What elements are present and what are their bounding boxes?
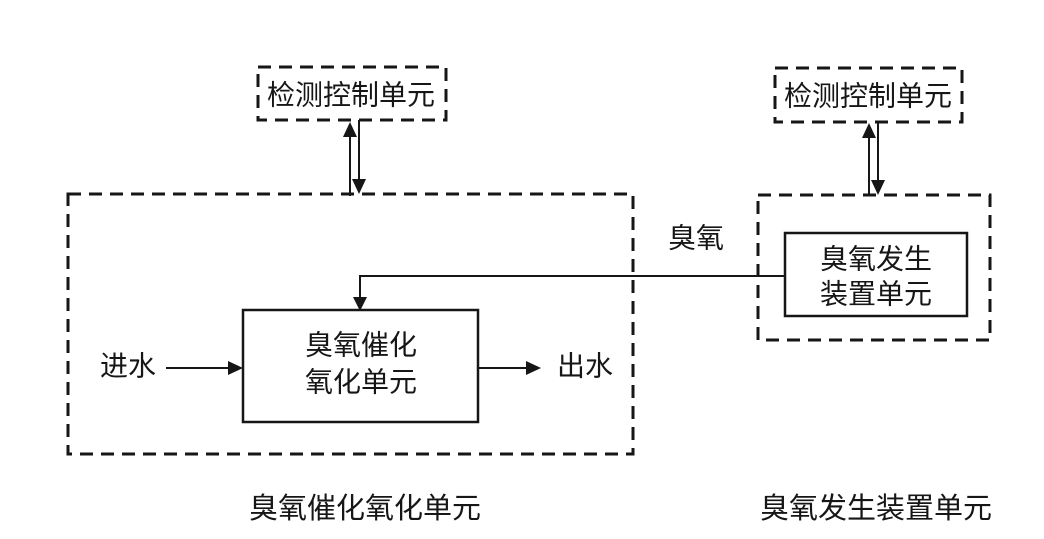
- generator-box-label-line2: 装置单元: [820, 278, 932, 311]
- right-control-down-arrowhead-icon: [871, 180, 885, 195]
- oxidation-box: [241, 308, 480, 424]
- generator-box: [783, 231, 969, 318]
- oxidation-box-label-line2: 氧化单元: [305, 366, 417, 399]
- caption-generator-unit: 臭氧发生装置单元: [760, 491, 992, 525]
- generator-box-label-line1: 臭氧发生: [820, 243, 932, 276]
- ozone-flow-line: [359, 275, 785, 299]
- inlet-arrowhead-icon: [228, 361, 243, 375]
- ozone-arrowhead-icon: [353, 297, 367, 311]
- right-control-up-arrowhead-icon: [862, 123, 876, 138]
- left-control-up-arrowhead-icon: [343, 122, 357, 137]
- outlet-arrowhead-icon: [526, 361, 541, 375]
- caption-oxidation-unit: 臭氧催化氧化单元: [249, 491, 481, 525]
- ozone-label: 臭氧: [668, 222, 724, 255]
- generator-unit-boundary: [756, 193, 992, 342]
- outlet-label: 出水: [557, 350, 613, 383]
- left-control-down-arrowhead-icon: [352, 179, 366, 194]
- oxidation-box-label-line1: 臭氧催化: [305, 329, 417, 362]
- detect-right-label: 检测控制单元: [784, 80, 952, 113]
- detect-left-label: 检测控制单元: [267, 79, 435, 112]
- detect-left-box: [256, 65, 448, 122]
- inlet-label: 进水: [100, 350, 156, 383]
- detect-right-box: [773, 66, 964, 124]
